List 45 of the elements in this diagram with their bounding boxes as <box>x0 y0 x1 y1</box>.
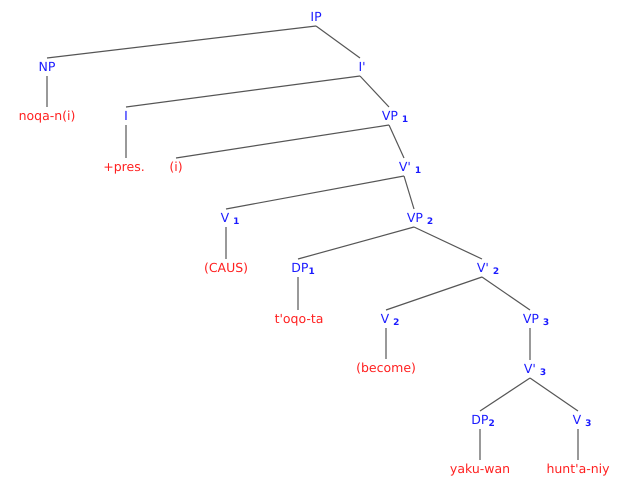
category-label: NP <box>38 59 56 75</box>
tree-branch <box>360 76 390 108</box>
tree-branch <box>480 378 530 412</box>
tree-branch <box>316 26 360 58</box>
category-label: DP$_{2}$ <box>471 412 495 428</box>
tree-branch <box>226 175 404 210</box>
tree-branch <box>482 276 530 310</box>
word-label: (become) <box>356 360 416 376</box>
category-label: V $_{2}$ <box>380 311 400 327</box>
tree-branch <box>385 328 387 359</box>
tree-branch <box>298 226 414 260</box>
category-label: V' $_{3}$ <box>524 361 546 377</box>
category-label: VP $_{2}$ <box>406 210 434 226</box>
category-label: VP $_{1}$ <box>382 108 408 124</box>
tree-branch <box>414 226 482 260</box>
word-label: noqa-n(i) <box>18 108 76 124</box>
tree-branch <box>46 25 316 59</box>
category-label: I <box>124 108 128 124</box>
tree-branch <box>46 76 48 107</box>
tree-branch <box>479 429 481 460</box>
category-label: DP$_{1}$ <box>291 260 315 276</box>
tree-branch <box>297 277 299 310</box>
tree-branch <box>176 124 390 159</box>
tree-branch <box>388 124 405 158</box>
tree-branch <box>403 176 415 210</box>
category-label: V $_{1}$ <box>220 210 240 226</box>
word-label: (i) <box>169 159 183 175</box>
tree-branch <box>577 429 579 460</box>
category-label: I' <box>358 59 366 75</box>
word-label: (CAUS) <box>204 260 248 276</box>
tree-branch <box>125 125 127 158</box>
tree-branch <box>529 328 531 360</box>
category-label: V' $_{1}$ <box>398 159 422 175</box>
word-label: t'oqo-ta <box>274 311 324 327</box>
category-label: V' $_{2}$ <box>476 260 500 276</box>
tree-branch <box>386 276 482 311</box>
category-label: IP <box>310 9 322 25</box>
category-label: V $_{3}$ <box>572 412 592 428</box>
word-label: +pres. <box>103 159 145 175</box>
category-label: VP $_{3}$ <box>522 311 550 327</box>
tree-branch <box>530 378 578 412</box>
tree-branch <box>126 75 360 108</box>
tree-branch <box>225 227 227 259</box>
word-label: yaku-wan <box>450 461 510 477</box>
word-label: hunt'a-niy <box>546 461 610 477</box>
